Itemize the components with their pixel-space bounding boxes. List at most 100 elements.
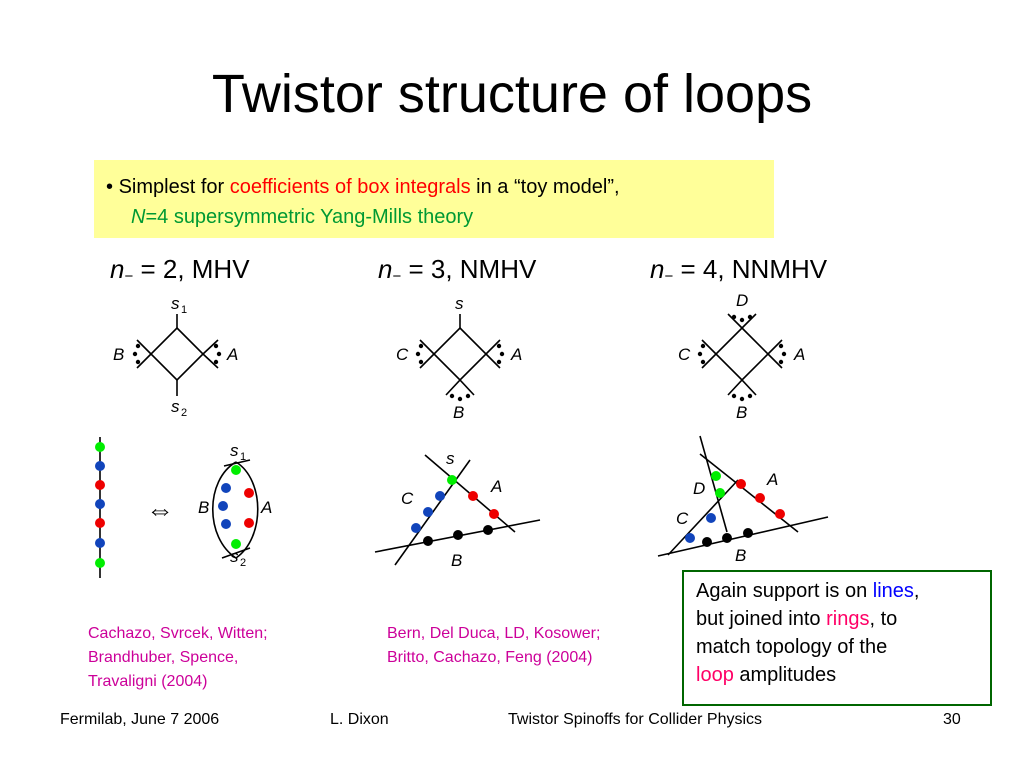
dot [499,351,505,357]
box-leg [741,313,757,329]
label-text: = 3, NMHV [401,254,537,284]
dot [465,393,471,399]
diagram-label-2: n− = 3, NMHV [378,252,536,294]
twistor-dot-green [95,442,105,452]
reference-line: Cachazo, Svrcek, Witten; [88,625,268,642]
bullet-line-2: N=4 supersymmetric Yang-Mills theory [106,202,774,232]
bullet-line-1: • Simplest for coefficients of box integ… [106,172,774,202]
ring1-dot-red [244,488,254,498]
ring1-label-bottom-sub: 2 [240,557,246,569]
ring1-label-top: s [230,441,239,460]
box-leg [727,379,743,396]
box2-label-left: C [396,345,409,364]
label-n: n [378,254,393,284]
bullet-box: • Simplest for coefficients of box integ… [94,160,774,238]
ring1-dot-blue [218,501,228,511]
dot [778,343,784,349]
twistor-dot-blue [95,461,105,471]
box-diagram-2 [419,314,501,396]
dot [418,343,424,349]
ring2-label-top: s [446,449,455,468]
dot [781,351,787,357]
dot [457,396,463,402]
dot [496,359,502,365]
dot [731,314,737,320]
ring3-dot-black [722,533,732,543]
ring3-dot-green [711,471,721,481]
twistor-dot-red [95,518,105,528]
callout-text: , [913,580,920,602]
reference-line: Travaligni (2004) [88,673,208,690]
dot [135,359,141,365]
bullet-text-2: in a “toy model”, [470,176,620,198]
twistor-dot-blue [95,538,105,548]
footer-talk-title: Twistor Spinoffs for Collider Physics [508,711,763,728]
box-diagram-1 [136,314,219,396]
box-leg [485,353,501,369]
callout-text: Again support is on [696,580,873,602]
ring1-label-bottom: s [230,547,239,566]
ring3-dot-blue [706,513,716,523]
reference-line: Brandhuber, Spence, [88,649,239,666]
dot [747,393,753,399]
ring3-label-left: C [676,509,689,528]
box-leg [459,379,475,396]
ring3-line-left [667,479,739,556]
box1-label-right: A [226,345,238,364]
footer-author: L. Dixon [330,711,389,728]
box1-label-bottom: s [171,397,180,416]
box-leg [741,379,757,396]
box3-label-top: D [736,291,748,310]
callout-line-1: Again support is on lines, [696,577,978,605]
ring3-dot-red [736,479,746,489]
ring1-left-arc [211,461,237,559]
box-leg [202,339,219,355]
ring2-dot-blue [411,523,421,533]
ring2-label-right: A [490,477,502,496]
dot [213,343,219,349]
callout-word-rings: rings [826,608,870,630]
ring3-label-top: D [693,479,705,498]
dot [415,351,421,357]
ring1-label-right: A [260,498,272,517]
callout-line-4: loop amplitudes [696,661,978,689]
box1-label-bottom-sub: 2 [181,407,187,419]
box2-label-top: s [455,294,464,313]
label-text: = 4, NNMHV [673,254,828,284]
ring2-label-left: C [401,489,414,508]
ring2-dot-blue [423,507,433,517]
box-square-1 [149,326,205,382]
box2-label-right: A [510,345,522,364]
ring1-tick [223,459,251,467]
bullet-line2-text: =4 supersymmetric Yang-Mills theory [145,206,474,228]
ring1-dot-blue [221,483,231,493]
ring3-dot-black [743,528,753,538]
ring3-dot-black [702,537,712,547]
reference-2: Bern, Del Duca, LD, Kosower; Britto, Cac… [387,622,600,670]
ring3-dot-red [775,509,785,519]
label-sub: − [392,268,402,285]
box3-label-bottom: B [736,403,747,422]
ring2-dot-black [453,530,463,540]
dot [418,359,424,365]
ring1-label-left: B [198,498,209,517]
dot [747,314,753,320]
twistor-dot-green [95,558,105,568]
ring2-dot-red [489,509,499,519]
callout-box: Again support is on lines, but joined in… [682,570,992,706]
dot [449,393,455,399]
dot [739,317,745,323]
dot [739,396,745,402]
box-leg [136,339,152,355]
ring1-label-top-sub: 1 [240,451,246,463]
diagram-label-1: n− = 2, MHV [110,252,250,294]
box2-label-bottom: B [453,403,464,422]
dot [496,343,502,349]
box-leg [701,339,717,355]
ring2-label-bottom: B [451,551,462,570]
twistor-dot-red [95,480,105,490]
ring2-dot-black [423,536,433,546]
n-symbol: N [131,206,146,228]
callout-word-loop: loop [696,664,734,686]
